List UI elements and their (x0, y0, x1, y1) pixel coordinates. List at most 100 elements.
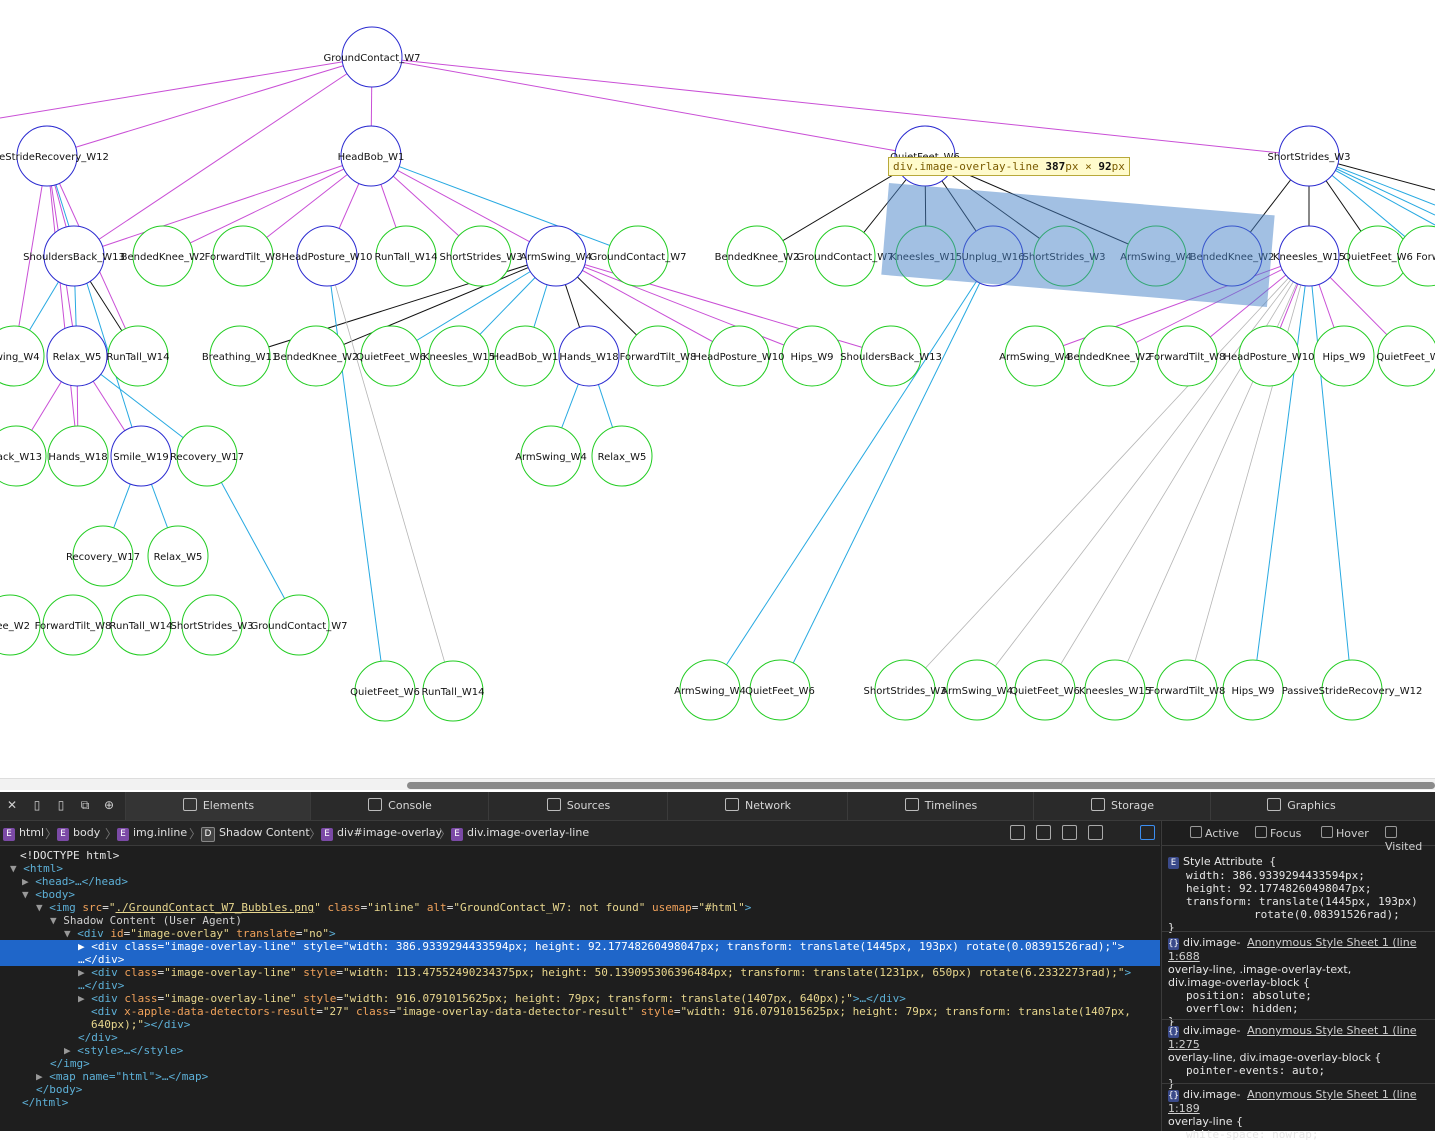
tab-elements[interactable]: Elements (125, 792, 311, 820)
graph-node (209, 325, 271, 387)
dom-row-img[interactable]: ▼ <img src="./GroundContact_W7_Bubbles.p… (36, 901, 752, 914)
style-rule-1[interactable]: {}div.image- Anonymous Style Sheet 1 (li… (1168, 936, 1435, 1028)
css-property[interactable]: white-space: nowrap; (1186, 1128, 1319, 1141)
breadcrumb-separator: 〉 (309, 827, 322, 841)
pseudo-hover-checkbox[interactable]: Hover (1321, 826, 1369, 840)
graph-node (16, 125, 78, 187)
dom-row-overlay-line-1-selected[interactable]: ▶ <div class="image-overlay-line" style=… (0, 940, 1160, 953)
graph-edge (709, 255, 994, 691)
graph-edge (46, 155, 79, 457)
graph-node-label: GroundContact_W7 (797, 252, 894, 263)
dom-row-close-div-1[interactable]: </div> (78, 1031, 118, 1044)
network-icon (725, 798, 740, 811)
tab-graphics[interactable]: Graphics (1210, 792, 1392, 820)
breadcrumb-label: html (19, 826, 45, 839)
dom-row-close-body[interactable]: </body> (36, 1083, 83, 1096)
graph-node (1397, 225, 1435, 287)
dock-left-icon[interactable]: ▯ (33, 798, 41, 812)
tab-console[interactable]: Console (310, 792, 489, 820)
dom-row-overlay-line-2[interactable]: ▶ <div class="image-overlay-line" style=… (78, 966, 1132, 979)
css-property[interactable]: rotate(0.08391526rad); (1254, 908, 1400, 921)
rule1-source-link[interactable]: Anonymous Style Sheet 1 (line 1:688 (1168, 936, 1417, 963)
detach-window-icon[interactable]: ⧉ (80, 798, 90, 812)
dom-row-overlay-line-1-close[interactable]: …</div> (0, 953, 1160, 966)
graph-node (47, 425, 109, 487)
css-property[interactable]: position: absolute; (1186, 989, 1312, 1002)
graph-edge (1108, 255, 1310, 357)
dom-row-style[interactable]: ▶ <style>…</style> (64, 1044, 184, 1057)
dark-mode-icon[interactable] (1062, 825, 1077, 840)
tab-network[interactable]: Network (667, 792, 848, 820)
dom-row-map[interactable]: ▶ <map name="html">…</map> (36, 1070, 209, 1083)
rule2-source-link[interactable]: Anonymous Style Sheet 1 (line 1:275 (1168, 1024, 1417, 1051)
dom-row-image-overlay[interactable]: ▼ <div id="image-overlay" translate="no"… (64, 927, 336, 940)
graph-node-label: QuietFeet_W6 (350, 687, 420, 698)
tab-storage[interactable]: Storage (1033, 792, 1211, 820)
pseudo-active-checkbox[interactable]: Active (1190, 826, 1239, 840)
graph-node (1313, 325, 1375, 387)
graph-node-label: Breathing_W11 (202, 352, 278, 363)
dom-row-body[interactable]: ▼ <body> (22, 888, 75, 901)
tab-sources[interactable]: Sources (488, 792, 668, 820)
pseudo-visited-checkbox[interactable]: Visited (1385, 826, 1435, 853)
dom-row-close-img[interactable]: </img> (50, 1057, 90, 1070)
graph-node-label: BendedKnee_W2 (274, 352, 359, 363)
rule3-source-link[interactable]: Anonymous Style Sheet 1 (line 1:189 (1168, 1088, 1417, 1115)
dom-row-detector[interactable]: <div x-apple-data-detectors-result="27" … (91, 1005, 1131, 1018)
graph-node (0, 594, 41, 656)
css-property[interactable]: pointer-events: auto; (1186, 1064, 1326, 1077)
graph-node-label: Recovery_W17 (170, 452, 244, 463)
style-rule-3[interactable]: {}div.image- Anonymous Style Sheet 1 (li… (1168, 1088, 1435, 1141)
graph-node-label: nee_W2 (0, 621, 30, 632)
graph-node (450, 225, 512, 287)
scrollbar-thumb[interactable] (407, 782, 1435, 789)
graph-node (679, 659, 741, 721)
graph-node-label: Hands_W18 (559, 352, 618, 363)
graph-node-label: QuietFeet_W6 (1343, 252, 1413, 263)
graph-node-label: GroundContact_W7 (324, 53, 421, 64)
css-property[interactable]: height: 92.17748260498047px; (1186, 882, 1372, 895)
grid-icon[interactable] (1088, 825, 1103, 840)
tab-timelines[interactable]: Timelines (847, 792, 1034, 820)
graph-node-label: Hips_W9 (1322, 352, 1365, 363)
close-icon[interactable]: ✕ (6, 798, 18, 812)
graph-edge (46, 155, 142, 457)
graph-node (296, 225, 358, 287)
dom-row-detector-cont[interactable]: 640px);"></div> (91, 1018, 191, 1031)
sidebar-toggle-icon[interactable] (1140, 825, 1155, 840)
dom-row-html[interactable]: ▼ <html> (10, 862, 63, 875)
element-badge-icon: E (1168, 857, 1179, 869)
pseudo-focus-checkbox[interactable]: Focus (1255, 826, 1301, 840)
dom-row-overlay-line-3[interactable]: ▶ <div class="image-overlay-line" style=… (78, 992, 906, 1005)
css-property[interactable]: transform: translate(1445px, 193px) (1186, 895, 1418, 908)
graph-edge (370, 155, 639, 257)
horizontal-scrollbar[interactable] (0, 778, 1435, 790)
dom-row-doctype[interactable]: <!DOCTYPE html> (20, 849, 120, 862)
element-picker-icon[interactable]: ⊕ (103, 798, 115, 812)
dom-row-shadow[interactable]: ▼ Shadow Content (User Agent) (50, 914, 243, 927)
graph-node (42, 594, 104, 656)
graph-node-label: Relax_W5 (598, 452, 647, 463)
dom-row-close-html[interactable]: </html> (22, 1096, 69, 1109)
dom-row-head[interactable]: ▶ <head>…</head> (22, 875, 128, 888)
dock-right-icon[interactable]: ▯ (57, 798, 65, 812)
brush-icon[interactable] (1114, 825, 1127, 838)
tab-label: Network (745, 799, 791, 812)
graph-node-label: QuietFeet_W6 (356, 352, 426, 363)
css-property[interactable]: width: 386.9339294433594px; (1186, 869, 1365, 882)
style-rule-2[interactable]: {}div.image- Anonymous Style Sheet 1 (li… (1168, 1024, 1435, 1090)
layout-icon[interactable] (1010, 825, 1025, 840)
graph-node-label: Hips_W9 (790, 352, 833, 363)
print-icon[interactable] (1036, 825, 1051, 840)
bubble-graph-image: GroundContact_W7siveStrideRecovery_W12He… (0, 26, 1435, 722)
css-property[interactable]: overflow: hidden; (1186, 1002, 1299, 1015)
dom-row-overlay-line-2-close[interactable]: …</div> (78, 979, 125, 992)
